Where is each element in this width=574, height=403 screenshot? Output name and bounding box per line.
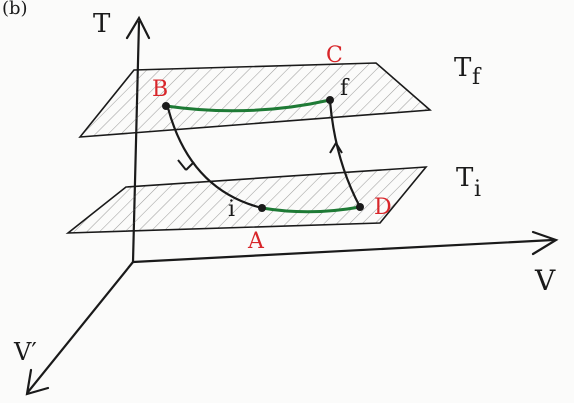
plane-tf-main: T <box>454 53 472 83</box>
point-d <box>356 203 364 211</box>
path-i-to-d <box>261 205 361 214</box>
state-points <box>162 96 364 212</box>
label-point-a: A <box>247 229 265 254</box>
v-axis <box>131 238 555 264</box>
point-b <box>162 102 170 110</box>
path-b-to-f <box>165 98 331 113</box>
point-i <box>258 204 266 212</box>
point-f <box>326 96 334 104</box>
label-point-i: i <box>228 197 235 222</box>
arrow-up-right <box>329 141 343 154</box>
plane-ti-main: T <box>456 163 474 193</box>
vprime-axis <box>26 260 135 394</box>
plane-ti-sub: i <box>474 177 481 202</box>
path-d-to-f <box>328 100 361 208</box>
vprime-axis-label: V′ <box>13 338 37 366</box>
t-axis-arrow <box>125 15 151 40</box>
figure-tag: (b) <box>2 0 28 19</box>
v-axis-label: V <box>534 264 556 297</box>
label-point-d: D <box>374 195 392 220</box>
path-i-to-b <box>166 107 263 210</box>
arrow-down-left <box>177 159 195 171</box>
label-point-c: C <box>326 43 343 68</box>
label-point-f: f <box>340 76 350 101</box>
initial-temperature-plane <box>65 166 428 234</box>
final-temperature-plane <box>78 62 432 138</box>
plane-tf-sub: f <box>472 65 482 90</box>
vprime-axis-arrow <box>25 368 50 396</box>
label-point-b: B <box>152 77 168 102</box>
t-axis-label: T <box>93 9 111 39</box>
v-axis-arrow <box>531 230 559 256</box>
